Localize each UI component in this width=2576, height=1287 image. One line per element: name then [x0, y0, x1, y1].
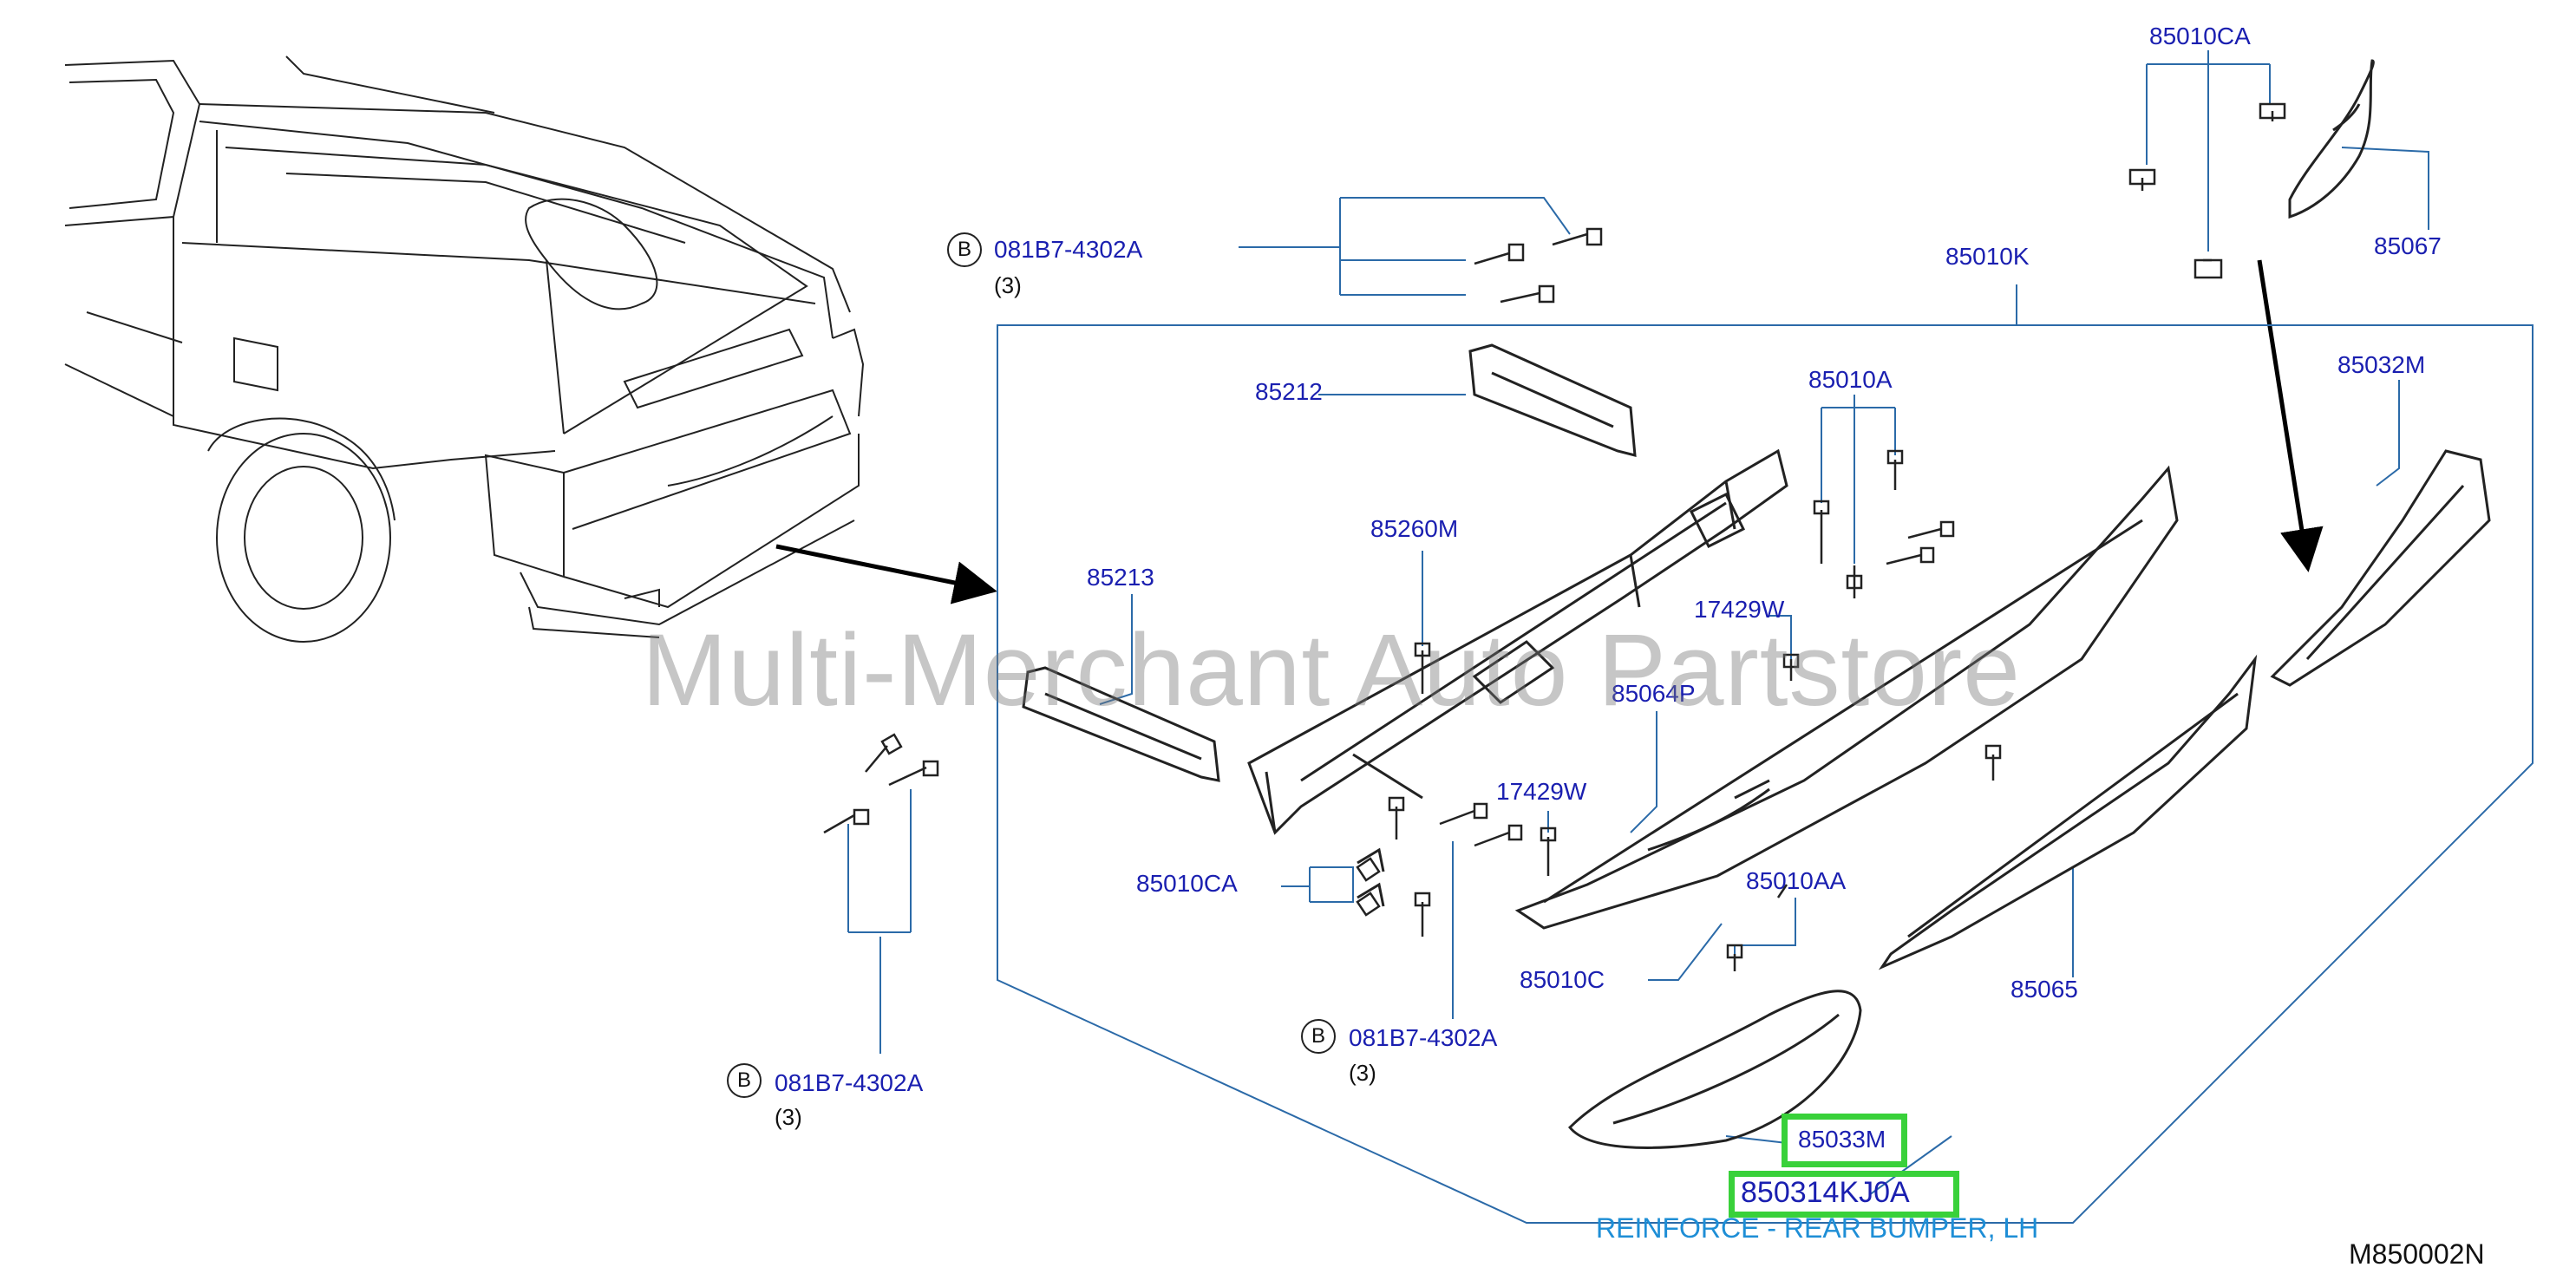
- fasteners: [823, 102, 2286, 971]
- bolt-marker-middle: B: [1301, 1019, 1336, 1054]
- bolt-qty-left: (3): [775, 1104, 802, 1130]
- bolt-part-left: 081B7-4302A: [775, 1069, 924, 1096]
- label-85064P: 85064P: [1612, 680, 1696, 707]
- highlight-box-85033M: [1782, 1114, 1907, 1167]
- label-85010K: 85010K: [1945, 243, 2030, 270]
- highlight-box-part-number: [1729, 1171, 1959, 1218]
- label-85067: 85067: [2374, 232, 2442, 259]
- arrow-to-assembly: [775, 544, 997, 604]
- label-85010CA-left: 85010CA: [1136, 870, 1238, 897]
- bolt-part-top: 081B7-4302A: [994, 236, 1143, 263]
- leader-lines: [847, 50, 2429, 1196]
- truck-illustration: [64, 56, 865, 643]
- assembly-boundary: [997, 324, 2534, 1224]
- bolt-qty-top: (3): [994, 272, 1022, 298]
- bolt-marker-top: B: [947, 232, 982, 267]
- label-85010C: 85010C: [1520, 966, 1605, 993]
- label-17429W-b: 17429W: [1496, 778, 1587, 805]
- diagram-code: M850002N: [2349, 1238, 2485, 1270]
- label-85260M: 85260M: [1370, 515, 1459, 542]
- arrow-to-corner: [2257, 259, 2324, 572]
- label-85010CA-top: 85010CA: [2149, 23, 2251, 49]
- bolt-part-middle: 081B7-4302A: [1349, 1024, 1498, 1051]
- bolt-marker-left: B: [727, 1063, 762, 1098]
- label-85010A: 85010A: [1808, 366, 1893, 393]
- parts-outlines: [1022, 59, 2491, 1149]
- label-85010AA: 85010AA: [1746, 867, 1847, 894]
- bolt-qty-middle: (3): [1349, 1060, 1376, 1086]
- highlighted-part-number[interactable]: 850314KJ0A: [1741, 1176, 1910, 1209]
- label-85213: 85213: [1087, 564, 1154, 591]
- part-description: REINFORCE - REAR BUMPER, LH: [1596, 1212, 2039, 1244]
- label-17429W-a: 17429W: [1694, 596, 1785, 623]
- label-85212: 85212: [1255, 378, 1323, 405]
- watermark: Multi-Merchant Auto Partstore: [642, 613, 2021, 728]
- label-85033M[interactable]: 85033M: [1798, 1126, 1886, 1153]
- label-85032M: 85032M: [2337, 351, 2426, 378]
- label-85065: 85065: [2010, 976, 2078, 1003]
